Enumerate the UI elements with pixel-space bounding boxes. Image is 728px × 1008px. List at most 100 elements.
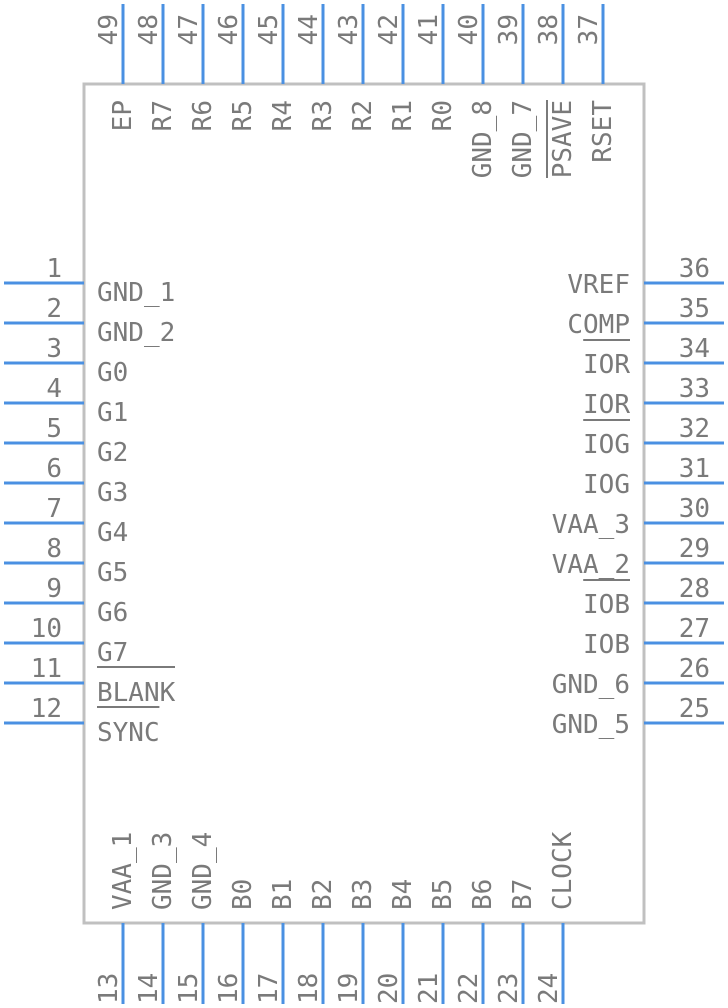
pin-number-25: 25 [679, 694, 710, 724]
ic-body [82, 82, 646, 925]
pin-number-35: 35 [679, 294, 710, 324]
pin-number-14: 14 [134, 973, 164, 1004]
pin-number-48: 48 [134, 14, 164, 45]
pin-label-19: B3 [348, 879, 378, 910]
pin-label-9: G6 [97, 598, 128, 628]
pin-label-41: R0 [428, 100, 458, 131]
pin-number-32: 32 [679, 414, 710, 444]
pin-number-4: 4 [46, 374, 62, 404]
pin-number-22: 22 [454, 973, 484, 1004]
pin-number-36: 36 [679, 254, 710, 284]
pin-label-34: IOR [583, 350, 630, 380]
pin-label-16: B0 [228, 879, 258, 910]
pin-number-3: 3 [46, 334, 62, 364]
pin-number-29: 29 [679, 534, 710, 564]
pin-number-26: 26 [679, 654, 710, 684]
pin-number-10: 10 [31, 614, 62, 644]
pin-number-42: 42 [374, 14, 404, 45]
pin-label-36: VREF [567, 270, 630, 300]
pin-label-2: GND_2 [97, 318, 175, 348]
pin-label-42: R1 [388, 100, 418, 131]
pin-label-38: PSAVE [548, 100, 578, 178]
pin-number-19: 19 [334, 973, 364, 1004]
pin-number-37: 37 [574, 14, 604, 45]
pin-label-32: IOG [583, 430, 630, 460]
pin-label-40: GND_8 [468, 100, 498, 178]
pin-label-1: GND_1 [97, 278, 175, 308]
pin-label-24: CLOCK [548, 831, 578, 910]
pin-number-11: 11 [31, 654, 62, 684]
pin-number-33: 33 [679, 374, 710, 404]
pin-label-17: B1 [268, 879, 298, 910]
pin-number-12: 12 [31, 694, 62, 724]
pin-label-14: GND_3 [148, 832, 178, 910]
pin-number-1: 1 [46, 254, 62, 284]
pin-number-20: 20 [374, 973, 404, 1004]
pin-label-46: R5 [228, 100, 258, 131]
pin-label-39: GND_7 [508, 100, 538, 178]
pin-number-38: 38 [534, 14, 564, 45]
pin-number-18: 18 [294, 973, 324, 1004]
pin-label-45: R4 [268, 100, 298, 131]
pin-label-6: G3 [97, 478, 128, 508]
pin-label-18: B2 [308, 879, 338, 910]
pin-label-13: VAA_1 [108, 832, 138, 910]
pin-number-9: 9 [46, 574, 62, 604]
pin-label-3: G0 [97, 358, 128, 388]
pin-label-8: G5 [97, 558, 128, 588]
pin-label-29: VAA_2 [552, 550, 630, 580]
pin-label-33: IOR [583, 390, 630, 420]
pin-number-2: 2 [46, 294, 62, 324]
pin-label-31: IOG [583, 470, 630, 500]
pin-number-5: 5 [46, 414, 62, 444]
pin-label-30: VAA_3 [552, 510, 630, 540]
pin-label-5: G2 [97, 438, 128, 468]
pin-number-41: 41 [414, 14, 444, 45]
pin-label-20: B4 [388, 879, 418, 910]
pin-number-13: 13 [94, 973, 124, 1004]
pin-label-47: R6 [188, 100, 218, 131]
pin-label-10: G7 [97, 638, 128, 668]
pin-label-43: R2 [348, 100, 378, 131]
pin-number-7: 7 [46, 494, 62, 524]
pin-number-16: 16 [214, 973, 244, 1004]
pin-number-34: 34 [679, 334, 710, 364]
pin-number-46: 46 [214, 14, 244, 45]
pin-number-30: 30 [679, 494, 710, 524]
pin-label-35: COMP [567, 310, 630, 340]
pin-label-7: G4 [97, 518, 128, 548]
pin-label-44: R3 [308, 100, 338, 131]
pin-label-49: EP [108, 100, 138, 131]
pin-label-15: GND_4 [188, 832, 218, 910]
pin-number-39: 39 [494, 14, 524, 45]
pin-number-28: 28 [679, 574, 710, 604]
pin-number-40: 40 [454, 14, 484, 45]
pin-number-45: 45 [254, 14, 284, 45]
pin-number-43: 43 [334, 14, 364, 45]
pin-number-6: 6 [46, 454, 62, 484]
pin-label-28: IOB [583, 590, 630, 620]
pin-number-21: 21 [414, 973, 444, 1004]
pin-label-25: GND_5 [552, 710, 630, 740]
pin-label-22: B6 [468, 879, 498, 910]
pin-label-11: BLANK [97, 678, 176, 708]
pin-label-21: B5 [428, 879, 458, 910]
pin-number-49: 49 [94, 14, 124, 45]
pin-number-47: 47 [174, 14, 204, 45]
pin-number-15: 15 [174, 973, 204, 1004]
pin-number-24: 24 [534, 973, 564, 1004]
pin-label-12: SYNC [97, 718, 160, 748]
pin-number-27: 27 [679, 614, 710, 644]
pin-label-4: G1 [97, 398, 128, 428]
pin-label-37: RSET [588, 100, 618, 163]
pin-label-48: R7 [148, 100, 178, 131]
pin-number-31: 31 [679, 454, 710, 484]
pin-number-8: 8 [46, 534, 62, 564]
pin-number-23: 23 [494, 973, 524, 1004]
pin-label-23: B7 [508, 879, 538, 910]
pin-number-17: 17 [254, 973, 284, 1004]
pin-label-27: IOB [583, 630, 630, 660]
pin-label-26: GND_6 [552, 670, 630, 700]
